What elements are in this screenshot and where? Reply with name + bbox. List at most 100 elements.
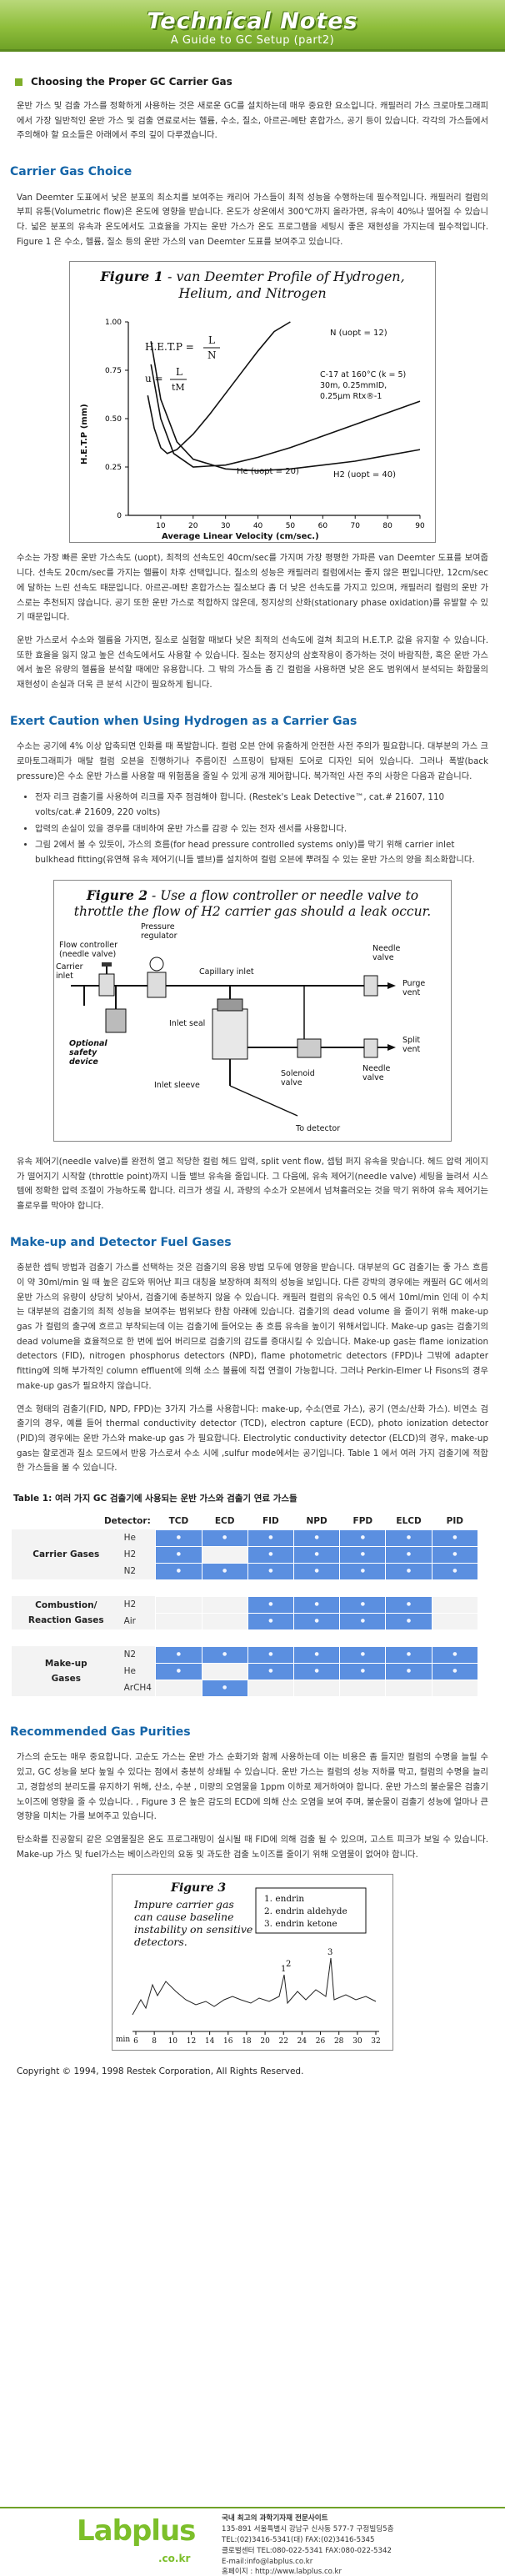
compatible-mark: [339, 1595, 387, 1614]
needle-valve-split: [363, 1038, 378, 1058]
figure-1-title: Figure 1 - van Deemter Profile of Hydrog…: [100, 269, 405, 302]
y-tick-label: 0.50: [105, 415, 122, 424]
hydrogen-paragraph-1: 수소는 공기에 4% 이상 압축되면 인화를 때 폭발합니다. 컬럼 오븐 안에…: [17, 741, 488, 781]
gas-table: Detector: TCD ECD FID NPD FPD ELCD PID C…: [12, 1513, 479, 1697]
peak-legend-2: 2. endrin aldehyde: [264, 1906, 348, 1916]
table-row: H2: [12, 1545, 479, 1564]
empty-cell: [247, 1679, 294, 1697]
empty-cell: [155, 1679, 202, 1697]
x-axis-label: Average Linear Velocity (cm/sec.): [162, 532, 319, 541]
chromatogram-trace: [132, 1958, 377, 2016]
compatible-mark: [201, 1529, 248, 1547]
compatible-mark: [155, 1662, 202, 1680]
compatible-mark: [385, 1612, 432, 1630]
solenoid-valve: [297, 1038, 322, 1058]
column-header: ECD: [214, 1515, 235, 1526]
x-tick-label: 16: [223, 2037, 233, 2046]
gas-name: N2: [120, 1563, 156, 1580]
x-axis-unit: min: [116, 2036, 130, 2044]
column-header: TCD: [168, 1515, 189, 1526]
compatible-mark: [292, 1529, 341, 1547]
compatible-mark: [385, 1595, 432, 1614]
compatible-mark: [201, 1562, 248, 1580]
y-axis-label: H.E.T.P (mm): [80, 404, 89, 465]
homepage-link[interactable]: 홈페이지 : http://www.labplus.co.kr: [222, 2568, 342, 2576]
label-inlet-sleeve: Inlet sleeve: [154, 1081, 200, 1090]
compatible-mark: [431, 1529, 479, 1547]
hydrogen-paragraph-2: 유속 제어기(needle valve)를 완전히 열고 적당한 컬럼 헤드 압…: [17, 1156, 488, 1211]
makeup-paragraph-1: 충분한 셉틱 방법과 검출기 가스를 선택하는 것은 검출기의 응용 방법 모두…: [17, 1263, 488, 1391]
column-header: FID: [262, 1515, 279, 1526]
group-separator: [12, 1579, 478, 1597]
compatible-mark: [339, 1645, 387, 1664]
figure-1: Figure 1 - van Deemter Profile of Hydrog…: [69, 261, 436, 544]
hetp-formula-label: H.E.T.P =: [145, 341, 194, 353]
compatible-mark: [339, 1662, 387, 1680]
formula-2-denominator: tM: [172, 382, 185, 393]
peak-legend-3: 3. endrin ketone: [264, 1919, 338, 1929]
banner-subtitle: A Guide to GC Setup (part2): [170, 34, 335, 47]
needle-valve-purge: [363, 975, 378, 997]
inlet-body: [212, 1008, 248, 1060]
purity-paragraph-2: 탄소화를 진공할되 같은 오염물질은 온도 프로그래밍이 실시될 때 FID에 …: [17, 1834, 488, 1860]
y-tick-label: 0.25: [105, 464, 122, 472]
detector-label: Detector:: [103, 1516, 151, 1527]
email-link[interactable]: E-mail:info@labplus.co.kr: [222, 2557, 313, 2566]
intro-paragraph: 운반 가스 및 검출 가스를 정확하게 사용하는 것은 새로운 GC를 설치하는…: [17, 101, 488, 141]
compatible-mark: [247, 1645, 294, 1664]
x-tick-label: 90: [415, 522, 425, 530]
table-row: ArCH4: [12, 1679, 479, 1697]
empty-cell: [155, 1612, 202, 1630]
compatible-mark: [385, 1662, 432, 1680]
footer: Labplus .co.kr 국내 최고의 과학기자재 전문사이트 135-89…: [0, 2500, 505, 2576]
gas-name: He: [120, 1529, 156, 1547]
y-tick-label: 0: [117, 512, 122, 520]
x-tick-label: 60: [318, 522, 328, 530]
compatible-mark: [385, 1529, 432, 1547]
gas-name: H2: [120, 1596, 156, 1614]
compatible-mark: [385, 1545, 432, 1564]
series-label-h2: H2 (uopt = 40): [333, 470, 396, 480]
column-header: NPD: [306, 1515, 328, 1526]
empty-cell: [292, 1679, 341, 1697]
peak-legend-1: 1. endrin: [264, 1894, 304, 1904]
table-header-row: Detector: TCD ECD FID NPD FPD ELCD PID: [12, 1513, 478, 1529]
peak-label-2: 2: [286, 1960, 291, 1969]
series-line-h2: [150, 341, 421, 472]
footer-divider: [0, 2507, 505, 2508]
compatible-mark: [247, 1529, 294, 1547]
gas-name: N2: [120, 1646, 156, 1664]
x-tick-label: 20: [260, 2037, 270, 2046]
x-tick-label: 22: [279, 2037, 288, 2046]
compatible-mark: [292, 1645, 341, 1664]
labplus-logo[interactable]: Labplus .co.kr: [77, 2517, 202, 2565]
x-tick-label: 24: [298, 2037, 308, 2046]
empty-cell: [201, 1662, 248, 1680]
x-tick-label: 8: [152, 2037, 157, 2046]
compatible-mark: [155, 1529, 202, 1547]
formula-1-numerator: L: [208, 334, 215, 346]
x-tick-label: 10: [156, 522, 166, 530]
empty-cell: [385, 1679, 432, 1697]
flow-controller-valve: [98, 973, 115, 997]
compatible-mark: [292, 1562, 341, 1580]
label-to-detector: To detector: [295, 1124, 340, 1133]
compatible-mark: [292, 1662, 341, 1680]
banner: Technical Notes A Guide to GC Setup (par…: [0, 0, 505, 52]
x-tick-label: 80: [382, 522, 392, 530]
gas-name: Air: [120, 1613, 156, 1630]
list-item: 전자 리크 검출기를 사용하여 리크를 자주 점검해야 합니다. (Restek…: [35, 791, 485, 820]
x-tick-label: 18: [242, 2037, 252, 2046]
compatible-mark: [431, 1545, 479, 1564]
empty-cell: [201, 1545, 248, 1564]
column-header: FPD: [352, 1515, 373, 1526]
compatible-mark: [339, 1529, 387, 1547]
